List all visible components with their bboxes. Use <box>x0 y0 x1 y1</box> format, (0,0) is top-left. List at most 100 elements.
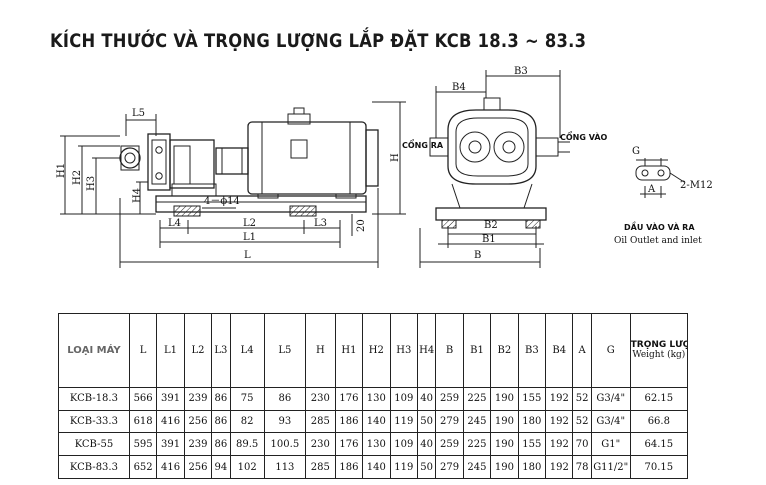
table-cell: 190 <box>490 409 519 434</box>
coupling <box>215 147 249 175</box>
table-cell: 70.15 <box>629 455 689 479</box>
table-cell: 40 <box>416 432 437 457</box>
header-weight: TRỌNG LƯỢNG Weight (kg) <box>629 313 689 388</box>
table-cell: 102 <box>229 455 265 479</box>
dim-B3: B3 <box>514 66 528 77</box>
header-cell: B4 <box>545 313 574 388</box>
table-cell: 89.5 <box>229 432 265 457</box>
header-cell: H3 <box>389 313 419 388</box>
table-cell: 225 <box>462 432 492 457</box>
header-cell: G <box>590 313 631 388</box>
table-cell: 109 <box>389 386 419 411</box>
dim-L3: L3 <box>314 218 327 229</box>
dim-20: 20 <box>356 219 367 232</box>
table-cell: G3/4" <box>590 386 631 411</box>
dim-L1: L1 <box>243 232 256 243</box>
table-cell: 192 <box>545 386 574 411</box>
table-cell: 285 <box>304 409 336 434</box>
table-cell: G11/2" <box>590 455 631 479</box>
table-cell: 66.8 <box>629 409 689 434</box>
dim-B1: B1 <box>482 234 496 245</box>
outlet-label: CỔNG RA <box>402 138 444 150</box>
header-cell: L3 <box>211 313 231 388</box>
dim-H2: H2 <box>72 170 83 185</box>
table-cell: 230 <box>304 386 336 411</box>
table-cell: 82 <box>229 409 265 434</box>
table-cell: 109 <box>389 432 419 457</box>
dim-H1: H1 <box>56 163 67 178</box>
dim-L5: L5 <box>132 108 145 119</box>
table-cell: 566 <box>128 386 158 411</box>
table-cell: 279 <box>435 409 464 434</box>
motor-end-cap <box>365 129 379 187</box>
table-cell: 119 <box>389 409 419 434</box>
table-cell: 391 <box>156 386 185 411</box>
front-base <box>435 207 547 221</box>
table-cell: 70 <box>572 432 592 457</box>
dim-B2: B2 <box>484 220 498 231</box>
table-header-row: LOẠI MÁY L L1 L2 L3 L4 L5 H H1 H2 H3 H4 … <box>58 313 689 388</box>
header-cell: B3 <box>517 313 547 388</box>
table-cell: 130 <box>362 386 391 411</box>
table-cell: 75 <box>229 386 265 411</box>
outlet-nozzle-front <box>429 137 449 157</box>
table-cell: G1" <box>590 432 631 457</box>
table-cell: 256 <box>183 455 213 479</box>
terminal-box <box>290 139 308 159</box>
table-cell: 190 <box>490 432 519 457</box>
header-cell: H2 <box>362 313 391 388</box>
header-cell: H1 <box>334 313 364 388</box>
table-cell: 155 <box>517 386 547 411</box>
base-plate <box>155 195 367 213</box>
oil-port-plate <box>635 165 671 181</box>
dim-M12: 2-M12 <box>680 180 713 191</box>
table-cell: 245 <box>462 455 492 479</box>
table-cell: 595 <box>128 432 158 457</box>
dim-H4: H4 <box>132 188 143 203</box>
table-cell: 93 <box>263 409 306 434</box>
header-cell: L <box>128 313 158 388</box>
base-foot-right <box>289 205 317 217</box>
dim-A: A <box>647 184 656 195</box>
dim-H3: H3 <box>86 176 97 191</box>
header-cell: L5 <box>263 313 306 388</box>
table-cell: 245 <box>462 409 492 434</box>
table-cell: 78 <box>572 455 592 479</box>
table-cell: 180 <box>517 455 547 479</box>
table-cell: 230 <box>304 432 336 457</box>
table-cell: 50 <box>416 409 437 434</box>
table-cell: 416 <box>156 409 185 434</box>
table-cell: 113 <box>263 455 306 479</box>
table-cell: 190 <box>490 455 519 479</box>
table-cell: 86 <box>263 386 306 411</box>
header-cell: A <box>572 313 592 388</box>
spec-table: LOẠI MÁY L L1 L2 L3 L4 L5 H H1 H2 H3 H4 … <box>58 313 689 479</box>
header-cell: L2 <box>183 313 213 388</box>
table-cell: 62.15 <box>629 386 689 411</box>
table-cell: 259 <box>435 386 464 411</box>
table-cell: 52 <box>572 386 592 411</box>
dim-H: H <box>390 153 401 162</box>
header-cell: B1 <box>462 313 492 388</box>
table-cell: 259 <box>435 432 464 457</box>
table-cell: 391 <box>156 432 185 457</box>
header-cell: B <box>435 313 464 388</box>
table-cell: 52 <box>572 409 592 434</box>
table-cell: 100.5 <box>263 432 306 457</box>
outlet-nozzle <box>119 147 141 169</box>
table-cell: 155 <box>517 432 547 457</box>
table-cell: 192 <box>545 432 574 457</box>
table-cell: 140 <box>362 455 391 479</box>
table-cell: 239 <box>183 386 213 411</box>
dim-B4: B4 <box>452 82 466 93</box>
table-cell: 239 <box>183 432 213 457</box>
table-cell: 190 <box>490 386 519 411</box>
table-cell: 119 <box>389 455 419 479</box>
dim-L4: L4 <box>168 218 181 229</box>
table-cell: 130 <box>362 432 391 457</box>
weight-header-vi: TRỌNG LƯỢNG <box>630 340 686 351</box>
table-cell: 180 <box>517 409 547 434</box>
